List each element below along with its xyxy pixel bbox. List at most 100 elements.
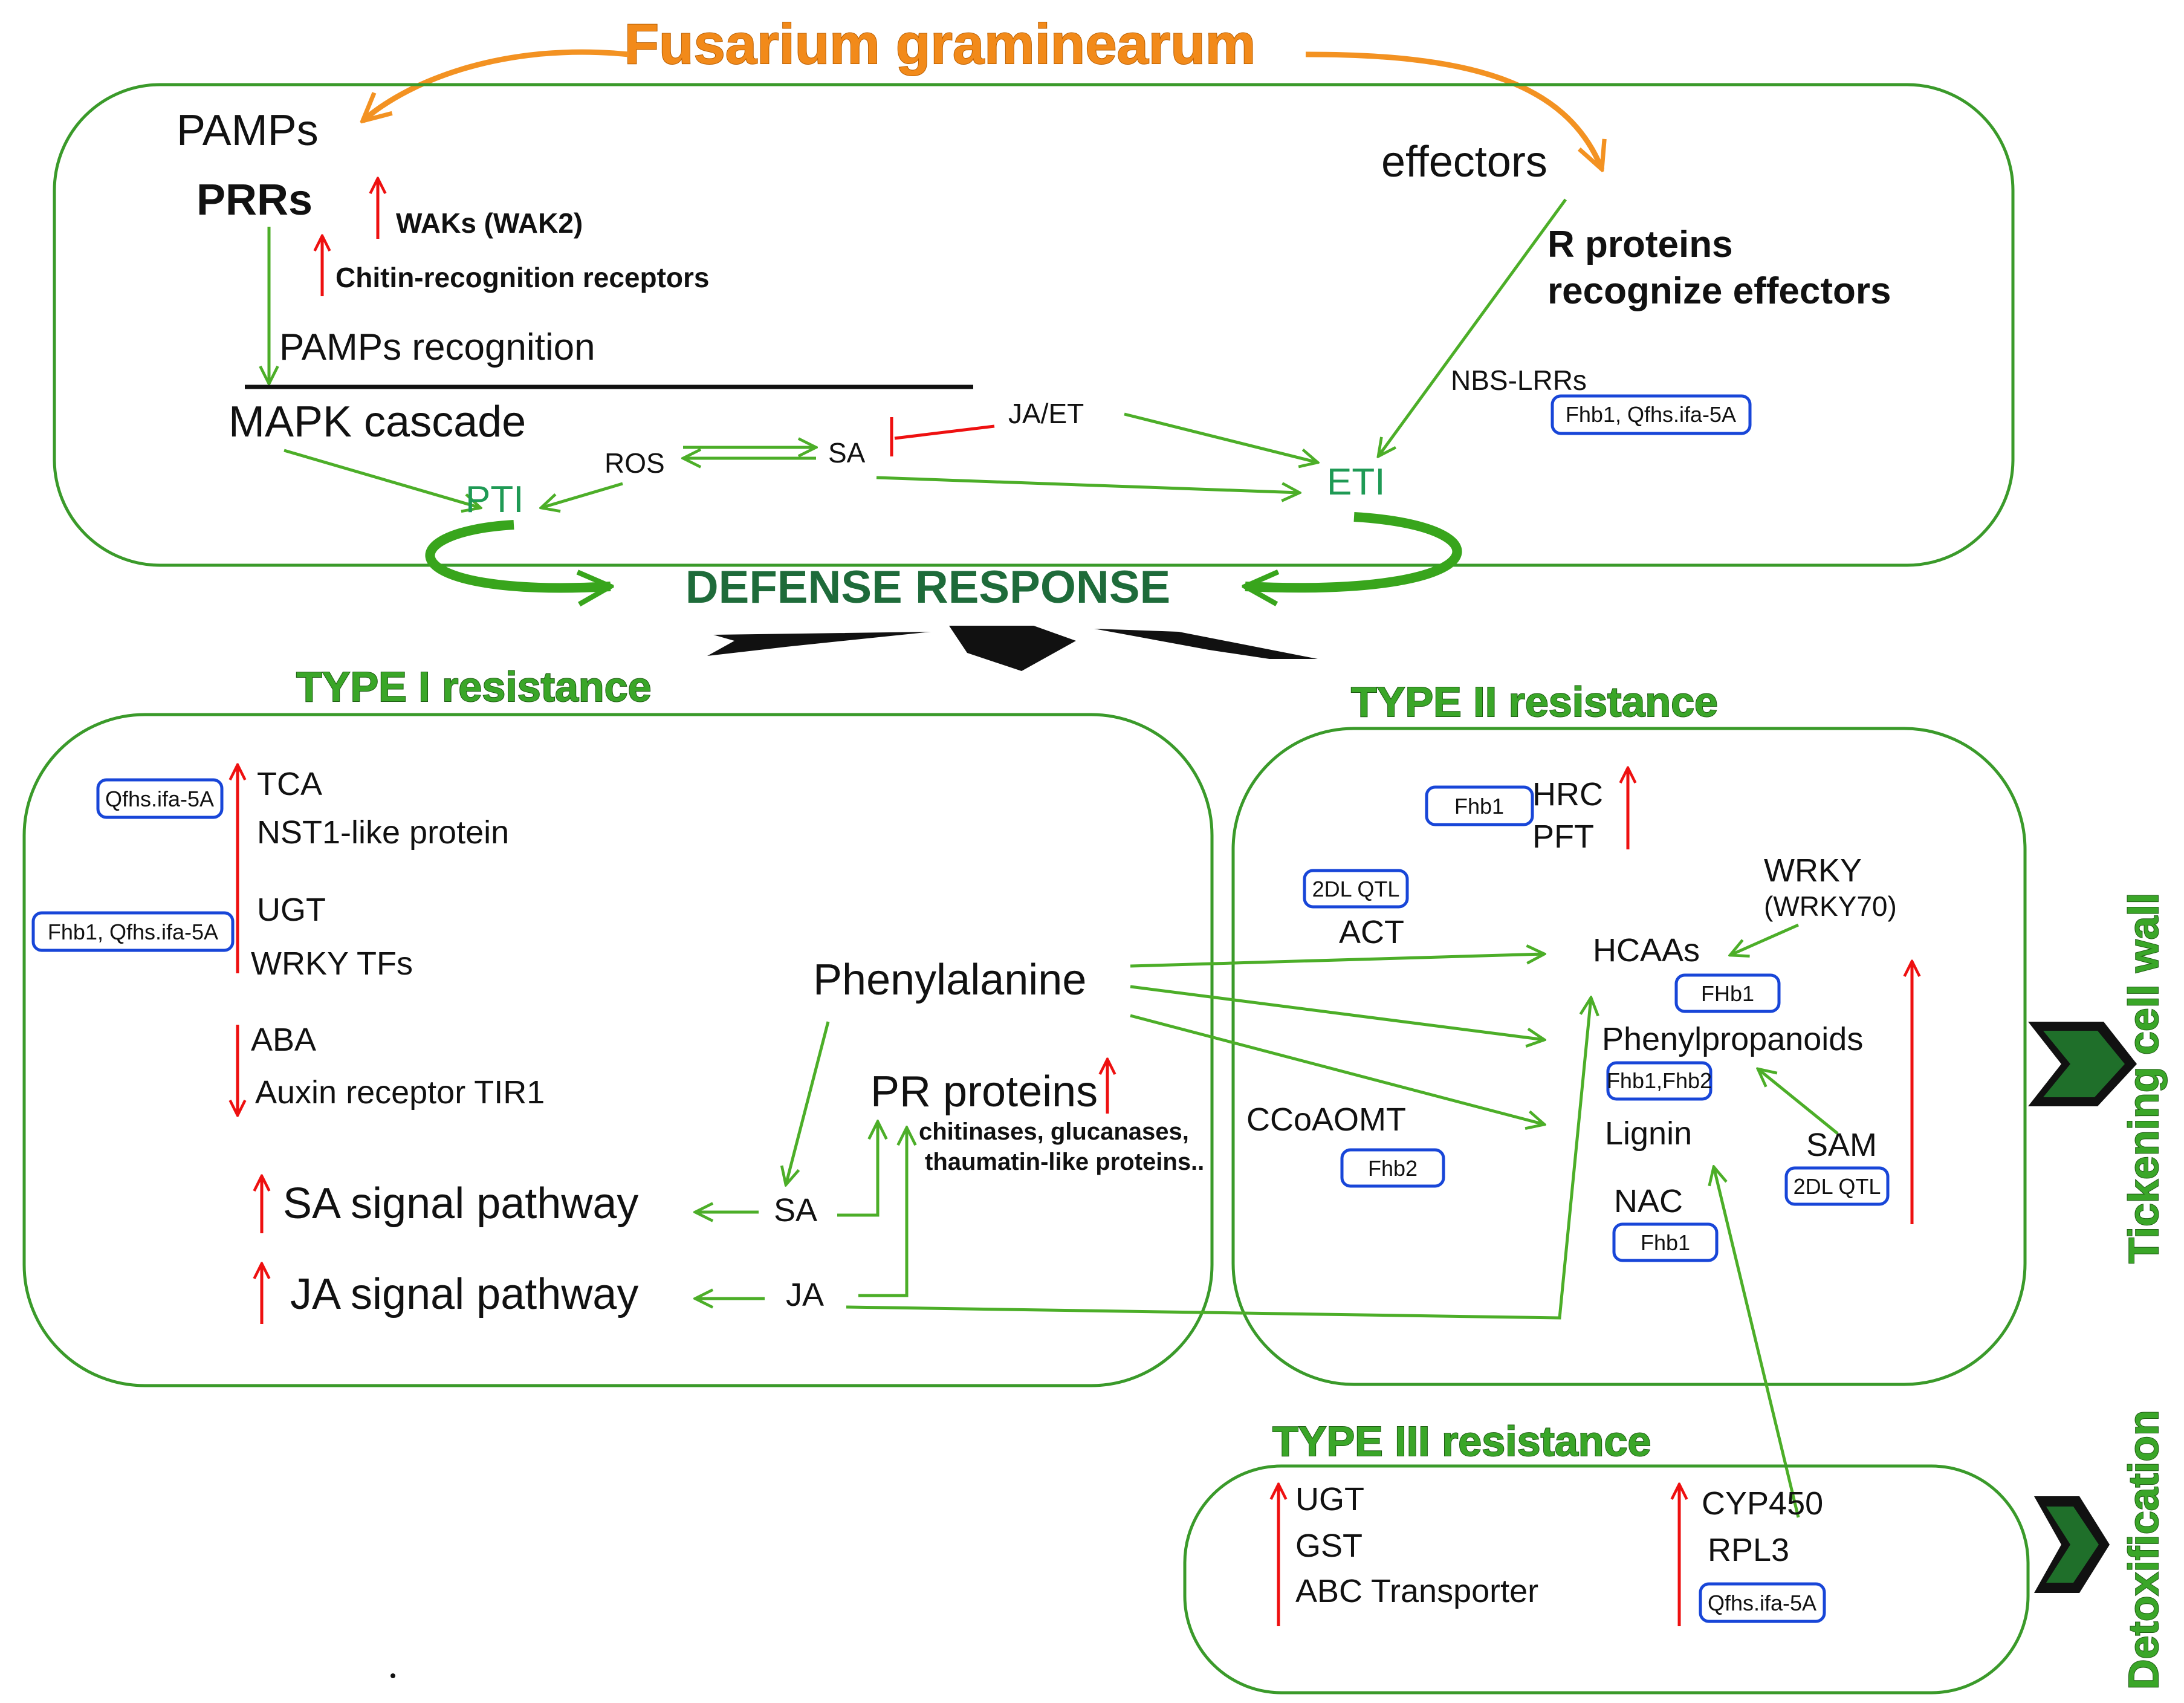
- defense-to-type3-arrow: [949, 626, 1076, 671]
- type2-output-arrow-inner: [2043, 1031, 2125, 1097]
- fhb1-nac-tag: Fhb1: [1641, 1230, 1690, 1255]
- jaet-to-eti-arrow: [1124, 412, 1318, 462]
- pti-to-defense-arrow: [425, 520, 611, 588]
- stray-dot: [390, 1673, 395, 1678]
- fhb1-qfhs-tag-box: [31, 911, 235, 952]
- nst1-label: NST1-like protein: [257, 814, 509, 851]
- effectors-to-eti-arrow: [1378, 198, 1567, 456]
- qfhs-tag: Qfhs.ifa-5A: [105, 787, 214, 811]
- fhb2-tag: Fhb2: [1368, 1156, 1418, 1181]
- fhb1-nac-tag-box: [1612, 1222, 1719, 1262]
- recognition-box: [53, 83, 2015, 567]
- cyp-to-lignin-arrow: [1714, 1167, 1800, 1518]
- pr-proteins-label: PR proteins: [870, 1068, 1098, 1116]
- defense-to-type1-arrow: [707, 632, 931, 656]
- fhb1-qfhs-tag: Fhb1, Qfhs.ifa-5A: [48, 920, 218, 944]
- jaet-inhibits-sa: [894, 424, 995, 440]
- sam-label: SAM: [1806, 1127, 1877, 1163]
- wrky-to-hcaas-arrow: [1730, 923, 1800, 955]
- pr-sub-label-2: thaumatin-like proteins..: [925, 1149, 1204, 1175]
- ja-to-hcaas-arrow: [846, 997, 1591, 1320]
- r-proteins-label-2: recognize effectors: [1547, 270, 1891, 312]
- detoxification-label: Detoxification: [2120, 1410, 2167, 1690]
- pamps-recognition-label: PAMPs recognition: [279, 326, 595, 368]
- phe-to-hcaas-arrow: [1130, 954, 1544, 968]
- pamps-label: PAMPs: [177, 106, 319, 155]
- effectors-label: effectors: [1381, 138, 1547, 186]
- fhb1-hrc-tag-box: [1425, 785, 1534, 826]
- eti-label: ETI: [1327, 461, 1385, 503]
- chitin-label: Chitin-recognition receptors: [335, 262, 709, 293]
- ugt-label: UGT: [257, 892, 326, 928]
- pathogen-to-effectors-arrow: [1305, 51, 1602, 169]
- wrky-label: WRKY: [1764, 852, 1862, 889]
- tir1-label: Auxin receptor TIR1: [255, 1074, 545, 1111]
- type1-box: [22, 713, 1214, 1387]
- type2-box: [1231, 727, 2027, 1386]
- abc-transporter-label: ABC Transporter: [1295, 1573, 1538, 1609]
- mapk-to-pti-arrow: [284, 449, 481, 508]
- hrc-label: HRC: [1532, 776, 1603, 813]
- 2dl-sam-tag: 2DL QTL: [1794, 1174, 1881, 1199]
- sa-to-pr-arrow: [837, 1121, 878, 1217]
- hcaas-label: HCAAs: [1593, 932, 1700, 968]
- title: Fusarium graminearum: [624, 12, 1256, 76]
- pti-label: PTI: [465, 479, 523, 521]
- phe-to-phenyl-arrow: [1130, 985, 1544, 1040]
- type3-title: TYPE III resistance: [1272, 1418, 1651, 1465]
- phe-to-lignin-arrow: [1130, 1014, 1544, 1124]
- qfhs-type3-tag-box: [1699, 1582, 1826, 1623]
- thickening-cell-wall-label: Tickening cell wall: [2120, 893, 2167, 1263]
- pft-label: PFT: [1532, 819, 1594, 855]
- fhb12-tag: Fhb1,Fhb2: [1607, 1068, 1712, 1093]
- mapk-label: MAPK cascade: [228, 398, 526, 446]
- nbs-lrrs-label: NBS-LRRs: [1451, 365, 1587, 396]
- fhb1-hcaa-tag-box: [1674, 973, 1781, 1013]
- defense-response-label: DEFENSE RESPONSE: [685, 562, 1170, 613]
- phe-to-sa-arrow: [786, 1021, 830, 1185]
- nac-label: NAC: [1614, 1183, 1683, 1219]
- type3-box: [1183, 1464, 2030, 1695]
- ugt-type3-label: UGT: [1295, 1481, 1364, 1517]
- prrs-label: PRRs: [196, 176, 313, 224]
- qfhs-tag-box: [96, 778, 224, 819]
- phenylpropanoids-label: Phenylpropanoids: [1602, 1021, 1863, 1057]
- type1-title: TYPE I resistance: [296, 663, 652, 710]
- 2dl-sam-tag-box: [1784, 1166, 1890, 1206]
- fhb1-hrc-tag: Fhb1: [1454, 794, 1504, 819]
- phenylalanine-label: Phenylalanine: [813, 956, 1086, 1004]
- ja-signal-pathway-label: JA signal pathway: [290, 1270, 638, 1319]
- act-label: ACT: [1339, 914, 1404, 950]
- sa-to-eti-arrow: [876, 476, 1300, 493]
- type3-output-arrow-inner: [2046, 1507, 2099, 1583]
- ros-label: ROS: [604, 447, 665, 479]
- r-proteins-label: R proteins: [1547, 224, 1733, 265]
- sam-to-phenyl-arrow: [1758, 1069, 1839, 1135]
- pr-sub-label-1: chitinases, glucanases,: [919, 1118, 1189, 1145]
- wrky-tfs-label: WRKY TFs: [251, 946, 413, 982]
- tca-label: TCA: [257, 766, 322, 802]
- eti-to-defense-arrow: [1245, 512, 1462, 588]
- 2dl-act-tag: 2DL QTL: [1312, 877, 1400, 901]
- wrky70-label: (WRKY70): [1764, 890, 1897, 922]
- fhb12-tag-box: [1606, 1061, 1713, 1101]
- nbs-tag: Fhb1, Qfhs.ifa-5A: [1566, 402, 1736, 427]
- gst-label: GST: [1295, 1528, 1363, 1564]
- waks-label: WAKs (WAK2): [396, 207, 583, 239]
- ccoaomt-label: CCoAOMT: [1246, 1101, 1406, 1138]
- jaet-label: JA/ET: [1008, 398, 1084, 429]
- sa-top-label: SA: [828, 437, 866, 469]
- ja-to-pr-arrow: [858, 1127, 907, 1297]
- aba-label: ABA: [251, 1022, 316, 1058]
- fhb2-tag-box: [1340, 1148, 1445, 1188]
- qfhs-type3-tag: Qfhs.ifa-5A: [1708, 1591, 1816, 1615]
- type2-title: TYPE II resistance: [1351, 678, 1718, 725]
- sa-label: SA: [774, 1192, 817, 1228]
- pathogen-to-pamps-arrow: [363, 49, 629, 121]
- 2dl-act-tag-box: [1303, 869, 1409, 909]
- cyp450-label: CYP450: [1702, 1485, 1823, 1522]
- rpl3-label: RPL3: [1708, 1532, 1789, 1568]
- nbs-tag-box: [1551, 394, 1752, 435]
- lignin-label: Lignin: [1605, 1115, 1692, 1152]
